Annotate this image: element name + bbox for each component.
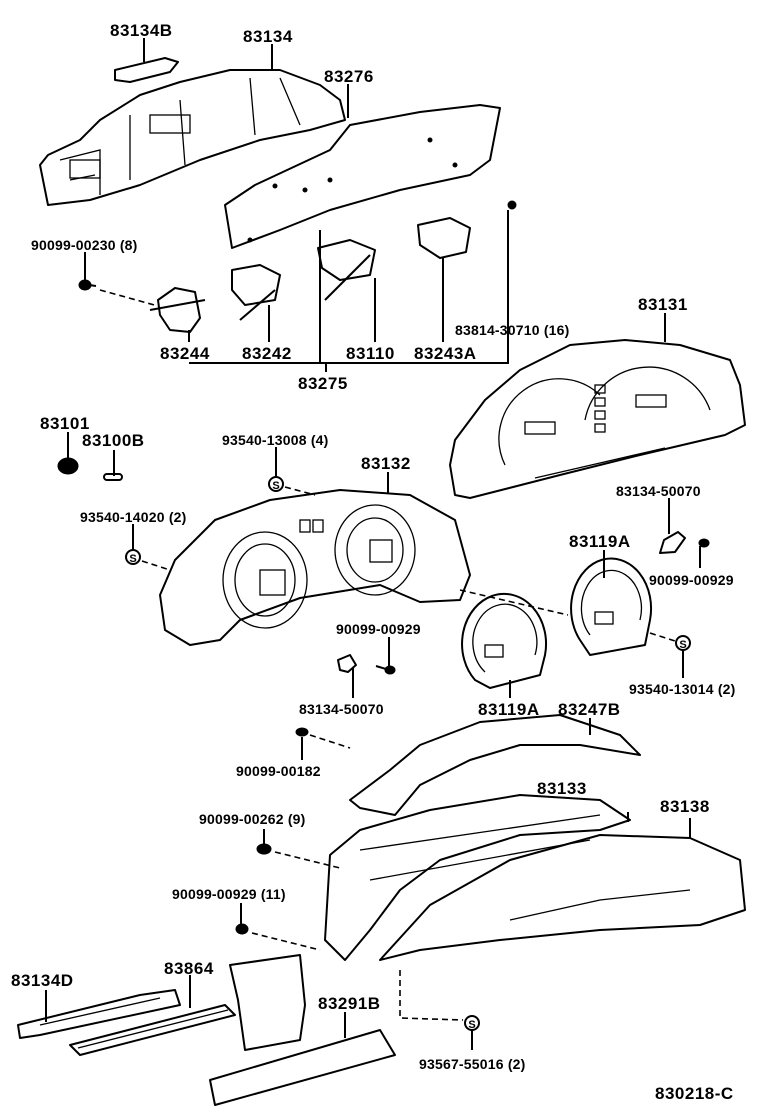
- label-83134B: 83134B: [110, 21, 173, 40]
- label-83291B: 83291B: [318, 994, 381, 1013]
- part-83814-30710-bulb: [507, 200, 517, 210]
- screw-symbol: S: [679, 639, 686, 651]
- label-83132: 83132: [361, 454, 411, 473]
- screw-symbol: S: [129, 553, 136, 565]
- label-90099-00262: 90099-00262 (9): [199, 811, 306, 827]
- part-83134-50070-clip-right: [659, 531, 686, 554]
- label-83242: 83242: [242, 344, 292, 363]
- label-93540-13014: 93540-13014 (2): [629, 681, 736, 697]
- part-83242-gauge: [231, 264, 281, 321]
- part-83247B-plate: [349, 714, 641, 816]
- leader-lines: [45, 38, 701, 1050]
- part-90099-00929-screw-right: [698, 538, 710, 548]
- label-90099-00929-right: 90099-00929: [649, 572, 734, 588]
- leader-dash-ring: [459, 589, 569, 616]
- figure-code: 830218-C: [655, 1084, 734, 1103]
- label-90099-00182: 90099-00182: [236, 763, 321, 779]
- screw-symbol: S: [468, 1019, 475, 1031]
- part-83133-glass: [324, 794, 631, 961]
- part-83131-dial-plate: [449, 339, 746, 499]
- label-90099-00929-11: 90099-00929 (11): [172, 886, 286, 902]
- part-83134B-bracket: [114, 57, 179, 83]
- screw-symbol: S: [272, 480, 279, 492]
- part-83864-plate: [69, 1004, 236, 1056]
- label-83119A-left: 83119A: [478, 700, 540, 719]
- part-90099-00182-screw: [295, 727, 351, 749]
- label-83133-wait: 83133: [537, 779, 587, 798]
- part-93567-55016-screw: S: [399, 970, 480, 1031]
- label-83101: 83101: [40, 414, 90, 433]
- label-83138: 83138: [660, 797, 710, 816]
- label-83244: 83244: [160, 344, 210, 363]
- label-83131: 83131: [638, 295, 688, 314]
- part-93540-13014-screw: S: [649, 632, 691, 651]
- part-83138-cover: [379, 834, 746, 961]
- label-83864: 83864: [164, 959, 214, 978]
- label-93540-14020: 93540-14020 (2): [80, 509, 187, 525]
- label-93567-55016: 93567-55016 (2): [419, 1056, 526, 1072]
- label-83119A-right: 83119A: [569, 532, 631, 551]
- label-83134D: 83134D: [11, 971, 74, 990]
- part-83132-meter-case: [159, 489, 471, 646]
- label-83247B: 83247B: [558, 700, 621, 719]
- part-83134D-connector: [17, 989, 181, 1039]
- part-83119A-ring-left: [461, 592, 548, 689]
- label-93540-13008: 93540-13008 (4): [222, 432, 329, 448]
- part-83119A-ring-right: [570, 557, 653, 656]
- part-90099-00262-screw: [256, 843, 341, 869]
- part-83110-speedometer: [317, 239, 376, 301]
- label-90099-00230: 90099-00230 (8): [31, 237, 138, 253]
- label-83134-50070-left: 83134-50070: [299, 701, 384, 717]
- part-83243A-tachometer: [417, 217, 471, 259]
- label-83243A: 83243A: [414, 344, 477, 363]
- part-83291B-printed-sheet: [209, 954, 396, 1106]
- label-83275: 83275: [298, 374, 348, 393]
- part-90099-00230-screw: [78, 279, 159, 307]
- part-83101-socket: [57, 457, 79, 475]
- label-83100B: 83100B: [82, 431, 145, 450]
- part-93540-14020-screw: S: [125, 549, 171, 571]
- part-83276-circuit-board: [224, 104, 501, 249]
- part-83244-gauge: [149, 287, 206, 333]
- label-83814-30710: 83814-30710 (16): [455, 322, 570, 338]
- part-93540-13008-screw: S: [268, 476, 316, 496]
- label-83134-50070-right: 83134-50070: [616, 483, 701, 499]
- part-83134-meter-case-rear: [39, 69, 346, 206]
- part-90099-00929-screw-left: [375, 665, 396, 675]
- label-83276: 83276: [324, 67, 374, 86]
- part-90099-00929-11-screw: [235, 923, 321, 951]
- label-83134: 83134: [243, 27, 293, 46]
- label-83110: 83110: [346, 344, 395, 363]
- label-90099-00929-left: 90099-00929: [336, 621, 421, 637]
